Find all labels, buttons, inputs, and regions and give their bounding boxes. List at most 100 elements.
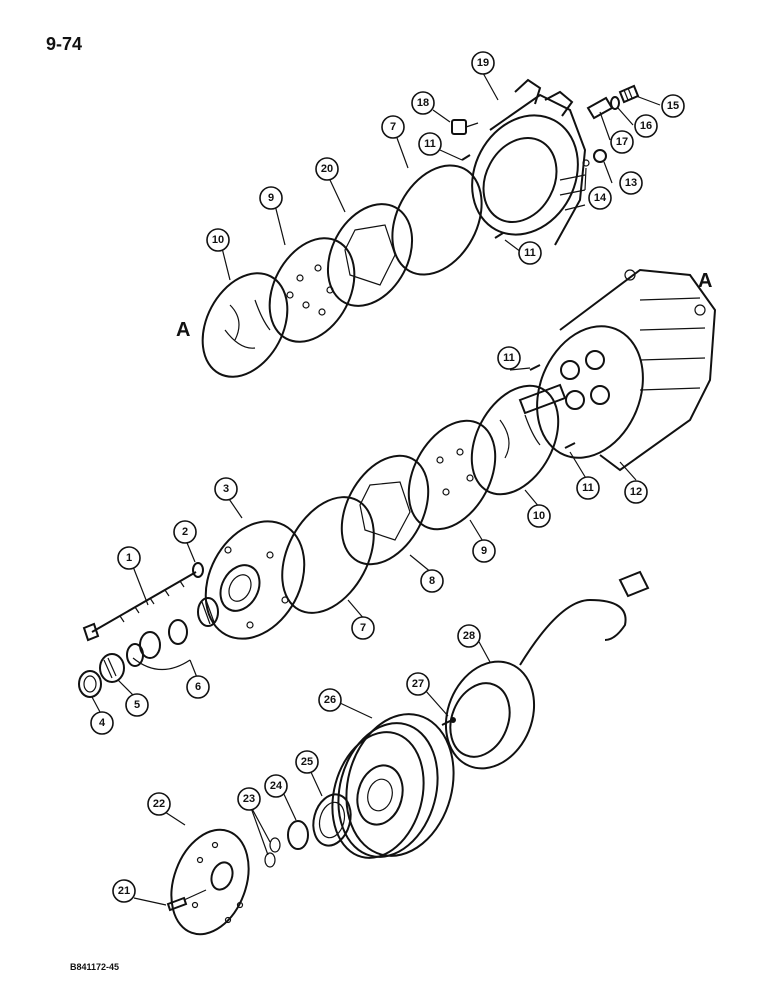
page-number: 9-74 xyxy=(46,34,83,54)
callout-17: 17 xyxy=(610,130,634,154)
callout-11-upper-a: 11 xyxy=(418,132,442,156)
callout-26: 26 xyxy=(318,688,342,712)
fitting-18 xyxy=(451,119,479,135)
svg-text:7: 7 xyxy=(360,622,366,634)
snap-ring-24 xyxy=(287,820,309,850)
figure-code: B841172-45 xyxy=(70,962,120,972)
callout-8: 8 xyxy=(420,569,444,593)
fitting-13-14 xyxy=(582,149,607,167)
svg-text:15: 15 xyxy=(667,100,679,112)
callout-9-lower: 9 xyxy=(472,539,496,563)
svg-text:19: 19 xyxy=(477,57,489,69)
callout-6: 6 xyxy=(186,675,210,699)
oring-7-upper xyxy=(391,164,483,276)
callout-21: 21 xyxy=(112,879,136,903)
callout-4: 4 xyxy=(90,711,114,735)
shims-23 xyxy=(264,837,281,868)
svg-text:10: 10 xyxy=(212,234,224,246)
svg-text:7: 7 xyxy=(390,121,396,133)
callout-10-lower: 10 xyxy=(527,504,551,528)
svg-text:11: 11 xyxy=(503,352,515,364)
bolt-21 xyxy=(166,889,207,912)
callout-23: 23 xyxy=(237,787,261,811)
svg-text:11: 11 xyxy=(424,138,436,150)
svg-text:3: 3 xyxy=(223,483,229,495)
callout-25: 25 xyxy=(295,750,319,774)
compressor-body-12 xyxy=(518,268,717,472)
svg-text:16: 16 xyxy=(640,120,652,132)
callout-2: 2 xyxy=(173,520,197,544)
fitting-17-16-15 xyxy=(586,84,640,120)
callout-24: 24 xyxy=(264,774,288,798)
callout-15: 15 xyxy=(661,94,685,118)
callout-28: 28 xyxy=(457,624,481,648)
svg-text:10: 10 xyxy=(533,510,545,522)
svg-text:6: 6 xyxy=(195,681,201,693)
valve-plate-9-upper xyxy=(268,237,356,343)
reed-valve-10-lower xyxy=(470,384,560,496)
svg-text:12: 12 xyxy=(630,486,642,498)
gasket-20 xyxy=(326,203,414,307)
clutch-plate-22 xyxy=(170,828,250,936)
svg-text:11: 11 xyxy=(582,482,594,494)
screw-27 xyxy=(441,717,456,726)
oring-7-lower xyxy=(281,496,375,614)
svg-text:8: 8 xyxy=(429,575,435,587)
through-bolt-1 xyxy=(82,571,197,642)
shaft-seal-kit-6 xyxy=(126,597,219,667)
svg-text:26: 26 xyxy=(324,694,336,706)
svg-text:18: 18 xyxy=(417,97,429,109)
valve-plate-9-lower xyxy=(407,419,497,531)
svg-text:4: 4 xyxy=(99,717,106,729)
callout-9-upper: 9 xyxy=(259,186,283,210)
callout-3: 3 xyxy=(214,477,238,501)
svg-text:1: 1 xyxy=(126,552,132,564)
callout-18: 18 xyxy=(411,91,435,115)
seal-5 xyxy=(99,653,125,683)
oring-11-lower xyxy=(529,364,576,449)
callout-22: 22 xyxy=(147,792,171,816)
callout-19: 19 xyxy=(471,51,495,75)
pulley-26 xyxy=(331,713,455,859)
reference-mark-a-left: A xyxy=(176,319,190,341)
callout-20: 20 xyxy=(315,157,339,181)
callout-10-upper: 10 xyxy=(206,228,230,252)
field-coil-28 xyxy=(444,570,650,770)
svg-text:25: 25 xyxy=(301,756,313,768)
svg-text:17: 17 xyxy=(616,136,628,148)
callout-14: 14 xyxy=(588,186,612,210)
callout-11-lower-a: 11 xyxy=(497,346,521,370)
oring-11-upper xyxy=(461,154,504,239)
callout-7-lower: 7 xyxy=(351,616,375,640)
svg-text:20: 20 xyxy=(321,163,333,175)
svg-text:24: 24 xyxy=(270,780,283,792)
svg-text:2: 2 xyxy=(182,526,188,538)
shim-25 xyxy=(312,793,352,847)
svg-text:23: 23 xyxy=(243,793,255,805)
callout-16: 16 xyxy=(634,114,658,138)
callout-13: 13 xyxy=(619,171,643,195)
leader-lines xyxy=(91,72,661,906)
callout-11-lower-b: 11 xyxy=(576,476,600,500)
svg-text:13: 13 xyxy=(625,177,637,189)
front-head-3 xyxy=(204,520,306,640)
rear-head-19 xyxy=(471,78,587,246)
svg-text:9: 9 xyxy=(481,545,487,557)
svg-text:22: 22 xyxy=(153,798,165,810)
reference-mark-a-right: A xyxy=(698,270,712,292)
gasket-8 xyxy=(340,454,430,566)
callout-11-upper-b: 11 xyxy=(518,241,542,265)
callout-12: 12 xyxy=(624,480,648,504)
svg-text:5: 5 xyxy=(134,699,140,711)
washer-2 xyxy=(192,562,204,578)
callout-5: 5 xyxy=(125,693,149,717)
callout-7-upper: 7 xyxy=(381,115,405,139)
svg-text:27: 27 xyxy=(412,678,424,690)
svg-text:9: 9 xyxy=(268,192,274,204)
callout-1: 1 xyxy=(117,546,141,570)
svg-text:14: 14 xyxy=(594,192,607,204)
reed-valve-10-upper xyxy=(201,272,289,378)
callout-27: 27 xyxy=(406,672,430,696)
svg-text:28: 28 xyxy=(463,630,475,642)
